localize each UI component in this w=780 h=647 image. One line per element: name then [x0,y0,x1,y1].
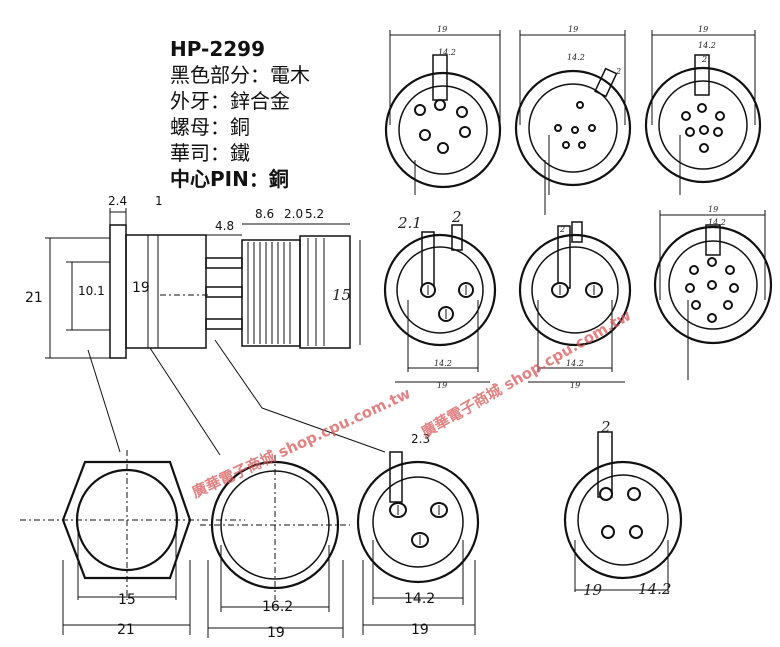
svg-text:14.2: 14.2 [566,359,584,368]
dim-2-4: 2.4 [108,194,127,208]
svg-text:14.2: 14.2 [438,48,456,57]
svg-text:19: 19 [570,381,580,390]
face-4pin-dim-outer: 19 [583,581,603,599]
svg-text:19: 19 [698,25,708,34]
face-3pin-dim-outer: 19 [411,622,429,638]
top-view-1: 19 14.2 [384,25,502,195]
top-view-2: 19 14.2 2 [514,25,632,195]
svg-text:19: 19 [437,381,447,390]
leader-lines [87,339,386,456]
svg-text:2: 2 [559,225,565,234]
model-number: HP-2299 [170,37,266,61]
svg-text:2.1: 2.1 [397,214,422,232]
spec-line-thread: 外牙：鋅合金 [170,89,290,113]
spec-line-center-pin: 中心PIN：銅 [170,167,289,191]
dim-10-1: 10.1 [78,284,105,298]
svg-text:14.2: 14.2 [698,41,716,50]
dim-15-side: 15 [332,286,351,304]
top-view-4: 2.1 2 14.2 19 [383,208,497,390]
dim-21-side: 21 [25,290,43,306]
hex-nut-dim-outer: 21 [117,622,135,638]
side-thread-lines [247,242,291,344]
washer-view: 16.2 19 [200,455,350,641]
side-pin-bottom [205,318,243,330]
side-flange [109,224,127,359]
face-3pin-inner [372,476,464,568]
svg-text:2: 2 [701,55,707,64]
spec-line-nut: 螺母：銅 [170,115,250,139]
face-4pin-hand-view: 2 19 14.2 [563,418,683,599]
top-view-5: 2 14.2 19 [518,160,632,390]
dim-19-side: 19 [132,280,150,296]
svg-text:19: 19 [708,205,718,214]
spec-line-body: 黑色部分：電木 [170,63,310,87]
side-view: 2.4 1 4.8 8.6 2.0 5.2 21 10.1 19 15 [25,194,361,359]
face-3pin-outer [356,460,480,584]
dim-5-2: 5.2 [305,207,324,221]
watermark-1: 廣華電子商城 shop.cpu.com.tw [189,384,413,501]
svg-text:14.2: 14.2 [708,218,726,227]
washer-outer [210,460,340,590]
top-view-3: 19 14.2 2 [644,25,762,195]
face-3pin-dim-pin: 2.3 [411,432,430,446]
svg-text:19: 19 [437,25,447,34]
side-pin-mid [205,286,243,298]
top-view-6: 19 14.2 [653,205,773,380]
washer-dim-inner: 16.2 [262,599,293,615]
face-3pin-dim-inner: 14.2 [404,591,435,607]
face-4pin-dim-pin: 2 [600,418,611,436]
dim-4-8: 4.8 [215,219,234,233]
dim-2-0: 2.0 [284,207,303,221]
spec-line-washer: 華司：鐵 [170,141,250,165]
side-nut [299,235,351,349]
face-4pin-dim-inner: 14.2 [638,580,671,598]
svg-text:2: 2 [451,208,462,226]
dim-8-6: 8.6 [255,207,274,221]
face-3pin-view: 2.3 14.2 19 [356,432,480,638]
side-pin-top [205,257,243,269]
dim-1: 1 [155,194,163,208]
svg-text:19: 19 [568,25,578,34]
side-thread [241,239,301,347]
hex-nut-dim-inner: 15 [118,592,136,608]
face-4pin-inner [577,474,669,566]
hex-nut-view: 15 21 [20,450,245,638]
svg-text:2: 2 [615,67,621,76]
svg-text:14.2: 14.2 [434,359,452,368]
svg-text:14.2: 14.2 [567,53,585,62]
face-4pin-outer [563,460,683,580]
washer-dim-outer: 19 [267,625,285,641]
